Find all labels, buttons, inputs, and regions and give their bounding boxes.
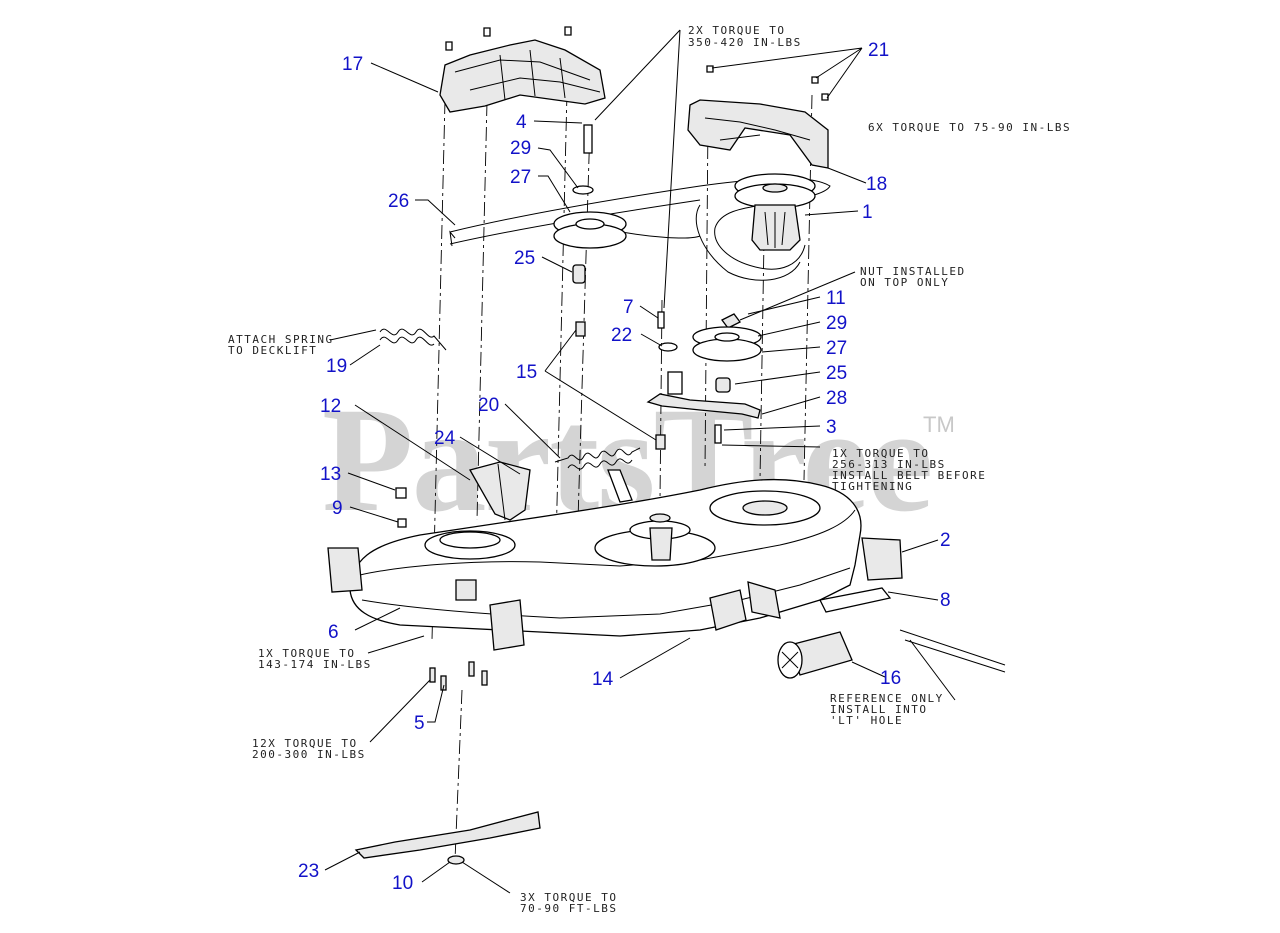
callout-24[interactable]: 24 (434, 428, 456, 449)
idler-bracket (646, 371, 761, 419)
callout-25-upper[interactable]: 25 (514, 248, 535, 269)
note-torque-256-line3: INSTALL BELT BEFORE (832, 469, 986, 482)
spindle-assembly (734, 173, 816, 251)
callout-28[interactable]: 28 (826, 388, 847, 409)
callout-19[interactable]: 19 (326, 356, 347, 377)
belt-cover-right (687, 99, 829, 169)
callout-1[interactable]: 1 (862, 202, 873, 223)
idler-pulley-lower (692, 313, 762, 393)
callout-17[interactable]: 17 (342, 54, 363, 75)
watermark-trademark: TM (923, 412, 955, 437)
deck-shaft (819, 587, 1006, 673)
callout-11[interactable]: 11 (826, 288, 846, 309)
note-torque-350-line1: 2X TORQUE TO (688, 24, 785, 37)
callout-23[interactable]: 23 (298, 861, 319, 882)
callout-9[interactable]: 9 (332, 498, 343, 519)
deck-bolts (429, 661, 488, 691)
note-spring-line2: TO DECKLIFT (228, 344, 317, 357)
note-torque-70-line2: 70-90 FT-LBS (520, 902, 617, 915)
deck-roller (777, 631, 853, 679)
callout-13[interactable]: 13 (320, 464, 341, 485)
callout-27-lower[interactable]: 27 (826, 338, 847, 359)
note-reference-line2: INSTALL INTO (830, 703, 927, 716)
deck-lift-link (395, 461, 531, 528)
callout-8[interactable]: 8 (940, 590, 951, 611)
note-torque-75: 6X TORQUE TO 75-90 IN-LBS (868, 121, 1071, 134)
note-torque-256-line1: 1X TORQUE TO (832, 447, 929, 460)
deck-hangers (327, 537, 903, 651)
note-nut-top-line1: NUT INSTALLED (860, 265, 966, 278)
note-spring-line1: ATTACH SPRING (228, 333, 334, 346)
note-torque-70-line1: 3X TORQUE TO (520, 891, 617, 904)
belt-cover-left (439, 39, 606, 113)
leader-lines (324, 29, 956, 894)
note-torque-256-line2: 256-313 IN-LBS (832, 458, 946, 471)
note-nut-top-line2: ON TOP ONLY (860, 276, 949, 289)
mower-blade (354, 811, 541, 859)
callout-14[interactable]: 14 (592, 669, 614, 690)
callout-25-lower[interactable]: 25 (826, 363, 847, 384)
note-torque-350-line2: 350-420 IN-LBS (688, 36, 802, 49)
blade-bolt (447, 855, 465, 865)
callout-22[interactable]: 22 (611, 325, 632, 346)
tension-spring (554, 447, 641, 503)
callout-12[interactable]: 12 (320, 396, 341, 417)
callout-15[interactable]: 15 (516, 362, 537, 383)
callout-29-lower[interactable]: 29 (826, 313, 847, 334)
note-torque-200-line2: 200-300 IN-LBS (252, 748, 366, 761)
callout-6[interactable]: 6 (328, 622, 339, 643)
callout-10[interactable]: 10 (392, 873, 413, 894)
annotation-notes: 2X TORQUE TO 350-420 IN-LBS 6X TORQUE TO… (228, 24, 1071, 915)
callout-numbers: 17 4 21 29 27 26 18 1 25 7 11 22 29 27 1… (298, 40, 951, 894)
callout-21[interactable]: 21 (868, 40, 889, 61)
idler-hardware (575, 311, 722, 450)
note-reference-line3: 'LT' HOLE (830, 714, 903, 727)
deck-lift-spring (379, 328, 447, 351)
idler-pulley-upper (553, 124, 627, 284)
callout-7[interactable]: 7 (623, 297, 634, 318)
note-torque-256-line4: TIGHTENING (832, 480, 913, 493)
callout-20[interactable]: 20 (478, 395, 499, 416)
cover-screws-right (706, 65, 829, 101)
cover-bolts-left (445, 26, 572, 51)
callout-27-upper[interactable]: 27 (510, 167, 531, 188)
note-reference-line1: REFERENCE ONLY (830, 692, 944, 705)
callout-3[interactable]: 3 (826, 417, 837, 438)
note-torque-143-line1: 1X TORQUE TO (258, 647, 355, 660)
callout-5[interactable]: 5 (414, 713, 425, 734)
callout-2[interactable]: 2 (940, 530, 951, 551)
deck-drawing (327, 26, 1006, 865)
callout-26[interactable]: 26 (388, 191, 409, 212)
callout-18[interactable]: 18 (866, 174, 887, 195)
note-torque-200-line1: 12X TORQUE TO (252, 737, 358, 750)
mower-deck-shell (349, 478, 862, 637)
callout-16[interactable]: 16 (880, 668, 901, 689)
note-torque-143-line2: 143-174 IN-LBS (258, 658, 372, 671)
callout-29-upper[interactable]: 29 (510, 138, 531, 159)
callout-4[interactable]: 4 (516, 112, 527, 133)
